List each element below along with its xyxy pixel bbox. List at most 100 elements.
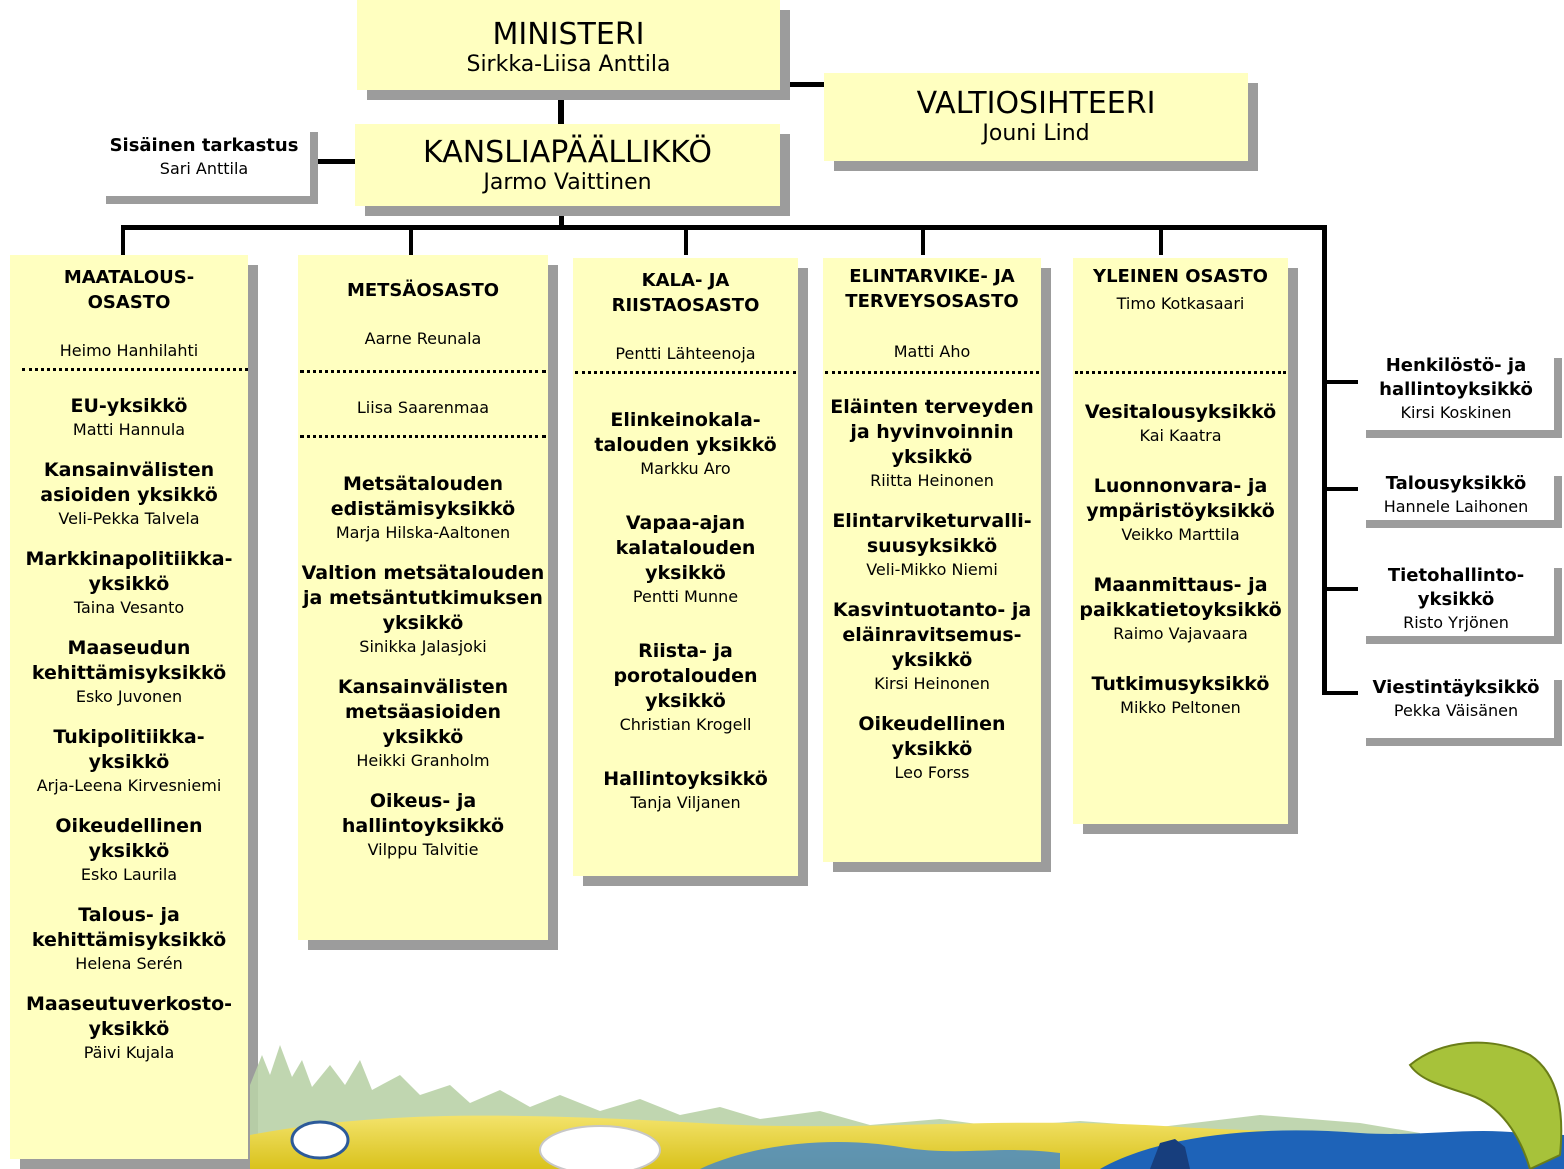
department-title-line: OSASTO xyxy=(87,292,171,313)
unit-head: Taina Vesanto xyxy=(73,598,185,617)
unit-name-line: paikkatietoyksikkö xyxy=(1079,599,1282,621)
connector-staff-4 xyxy=(1322,691,1358,695)
department-head: Pentti Lähteenoja xyxy=(615,344,756,363)
department-head: Heimo Hanhilahti xyxy=(59,341,199,360)
unit-name-line: yksikkö xyxy=(891,446,973,468)
unit-name-line: Oikeus- ja xyxy=(369,790,477,812)
department-metsa: METSÄOSASTO Aarne Reunala Liisa Saarenma… xyxy=(298,255,548,940)
unit-name-line: eläinravitsemus- xyxy=(842,624,1022,646)
unit-name-line: kehittämisyksikkö xyxy=(31,929,227,951)
unit-name-line: Valtion metsätalouden xyxy=(301,562,545,584)
unit-head: Riitta Heinonen xyxy=(870,471,994,490)
department-title-line: ELINTARVIKE- JA xyxy=(849,266,1015,287)
unit-head: Matti Hannula xyxy=(72,420,186,439)
unit-name-line: Kasvintuotanto- ja xyxy=(832,599,1032,621)
unit-name-line: Riista- ja xyxy=(638,640,733,662)
unit-head: Arja-Leena Kirvesniemi xyxy=(36,776,222,795)
connector-staff-1 xyxy=(1322,380,1358,384)
department-title-line: METSÄOSASTO xyxy=(346,280,500,301)
connector-drop-metsa xyxy=(409,225,413,255)
divider xyxy=(22,368,248,371)
unit-name-line: yksikkö xyxy=(88,840,170,862)
cow-shape xyxy=(539,1125,661,1169)
connector-drop-elintarvike xyxy=(921,225,925,255)
permanent-secretary-title: KANSLIAPÄÄLLIKKÖ xyxy=(423,135,712,170)
unit-head: Heikki Granholm xyxy=(356,751,490,770)
unit-head: Christian Krogell xyxy=(619,715,752,734)
department-title: KALA- JA RIISTAOSASTO xyxy=(573,268,798,318)
connector-drop-yleinen xyxy=(1159,225,1163,255)
unit-name-line: yksikkö xyxy=(645,690,726,712)
staff-unit-name-line: Henkilöstö- ja xyxy=(1385,355,1527,376)
unit-head: Esko Laurila xyxy=(80,865,178,884)
unit-name-line: talouden yksikkö xyxy=(594,434,777,456)
bird-shape xyxy=(290,1120,350,1160)
unit-head: Pentti Munne xyxy=(632,587,739,606)
unit-name-line: Vapaa-ajan xyxy=(625,512,746,534)
department-maatalous: MAATALOUS- OSASTO Heimo Hanhilahti EU-yk… xyxy=(10,255,248,1159)
lake-blue xyxy=(1100,1130,1564,1169)
staff-unit-name-line: hallintoyksikkö xyxy=(1379,379,1533,400)
unit-head: Helena Serén xyxy=(75,954,183,973)
unit-head: Mikko Peltonen xyxy=(1120,698,1241,717)
department-title: ELINTARVIKE- JA TERVEYSOSASTO xyxy=(823,264,1041,314)
department-title-line: RIISTAOSASTO xyxy=(611,295,760,316)
connector-horizontal-bus xyxy=(121,225,1326,230)
department-kala: KALA- JA RIISTAOSASTO Pentti Lähteenoja … xyxy=(573,258,798,876)
unit-name-line: ja hyvinvoinnin xyxy=(850,421,1014,443)
minister-box: MINISTERI Sirkka-Liisa Anttila xyxy=(357,0,780,90)
unit-name-line: yksikkö xyxy=(88,751,170,773)
unit-name-line: hallintoyksikkö xyxy=(341,815,505,837)
unit-name-line: kalatalouden xyxy=(615,537,756,559)
department-yleinen: YLEINEN OSASTO Timo Kotkasaari Vesitalou… xyxy=(1073,258,1288,824)
unit-name-line: kehittämisyksikkö xyxy=(31,662,227,684)
internal-audit-name: Sari Anttila xyxy=(159,159,249,178)
divider xyxy=(300,435,546,438)
unit-head: Kirsi Heinonen xyxy=(874,674,990,693)
landscape-illustration xyxy=(250,1041,1564,1169)
unit-name-line: Elinkeinokala- xyxy=(610,409,761,431)
department-head: Matti Aho xyxy=(893,342,971,361)
department-title-line: MAATALOUS- xyxy=(63,267,195,288)
unit-head: Raimo Vajavaara xyxy=(1113,624,1248,643)
unit-name-line: Oikeudellinen xyxy=(858,713,1006,735)
unit-name-line: Hallintoyksikkö xyxy=(603,768,768,790)
unit-name-line: Maaseutuverkosto- xyxy=(25,993,233,1015)
staff-unit-name-line: Tietohallinto- xyxy=(1387,565,1525,586)
staff-unit-head: Pekka Väisänen xyxy=(1393,701,1519,720)
unit-name-line: Eläinten terveyden xyxy=(830,396,1034,418)
department-head: Aarne Reunala xyxy=(364,329,482,348)
internal-audit-box: Sisäinen tarkastus Sari Anttila xyxy=(98,124,310,196)
unit-name-line: yksikkö xyxy=(645,562,726,584)
unit-head: Veli-Pekka Talvela xyxy=(58,509,200,528)
unit-head: Vilppu Talvitie xyxy=(367,840,479,859)
unit-name-line: yksikkö xyxy=(88,1018,170,1040)
unit-item: Eläinten terveyden ja hyvinvoinnin yksikkö… xyxy=(823,395,1041,491)
unit-head: Esko Juvonen xyxy=(75,687,183,706)
department-deputy-head: Liisa Saarenmaa xyxy=(356,398,490,417)
department-title-line: TERVEYSOSASTO xyxy=(845,291,1019,312)
unit-name-line: EU-yksikkö xyxy=(70,395,188,417)
connector-drop-kala xyxy=(684,225,688,255)
connector-kanslia-down xyxy=(559,206,564,230)
unit-head: Marja Hilska-Aaltonen xyxy=(335,523,511,542)
unit-name-line: Maanmittaus- ja xyxy=(1093,574,1268,596)
